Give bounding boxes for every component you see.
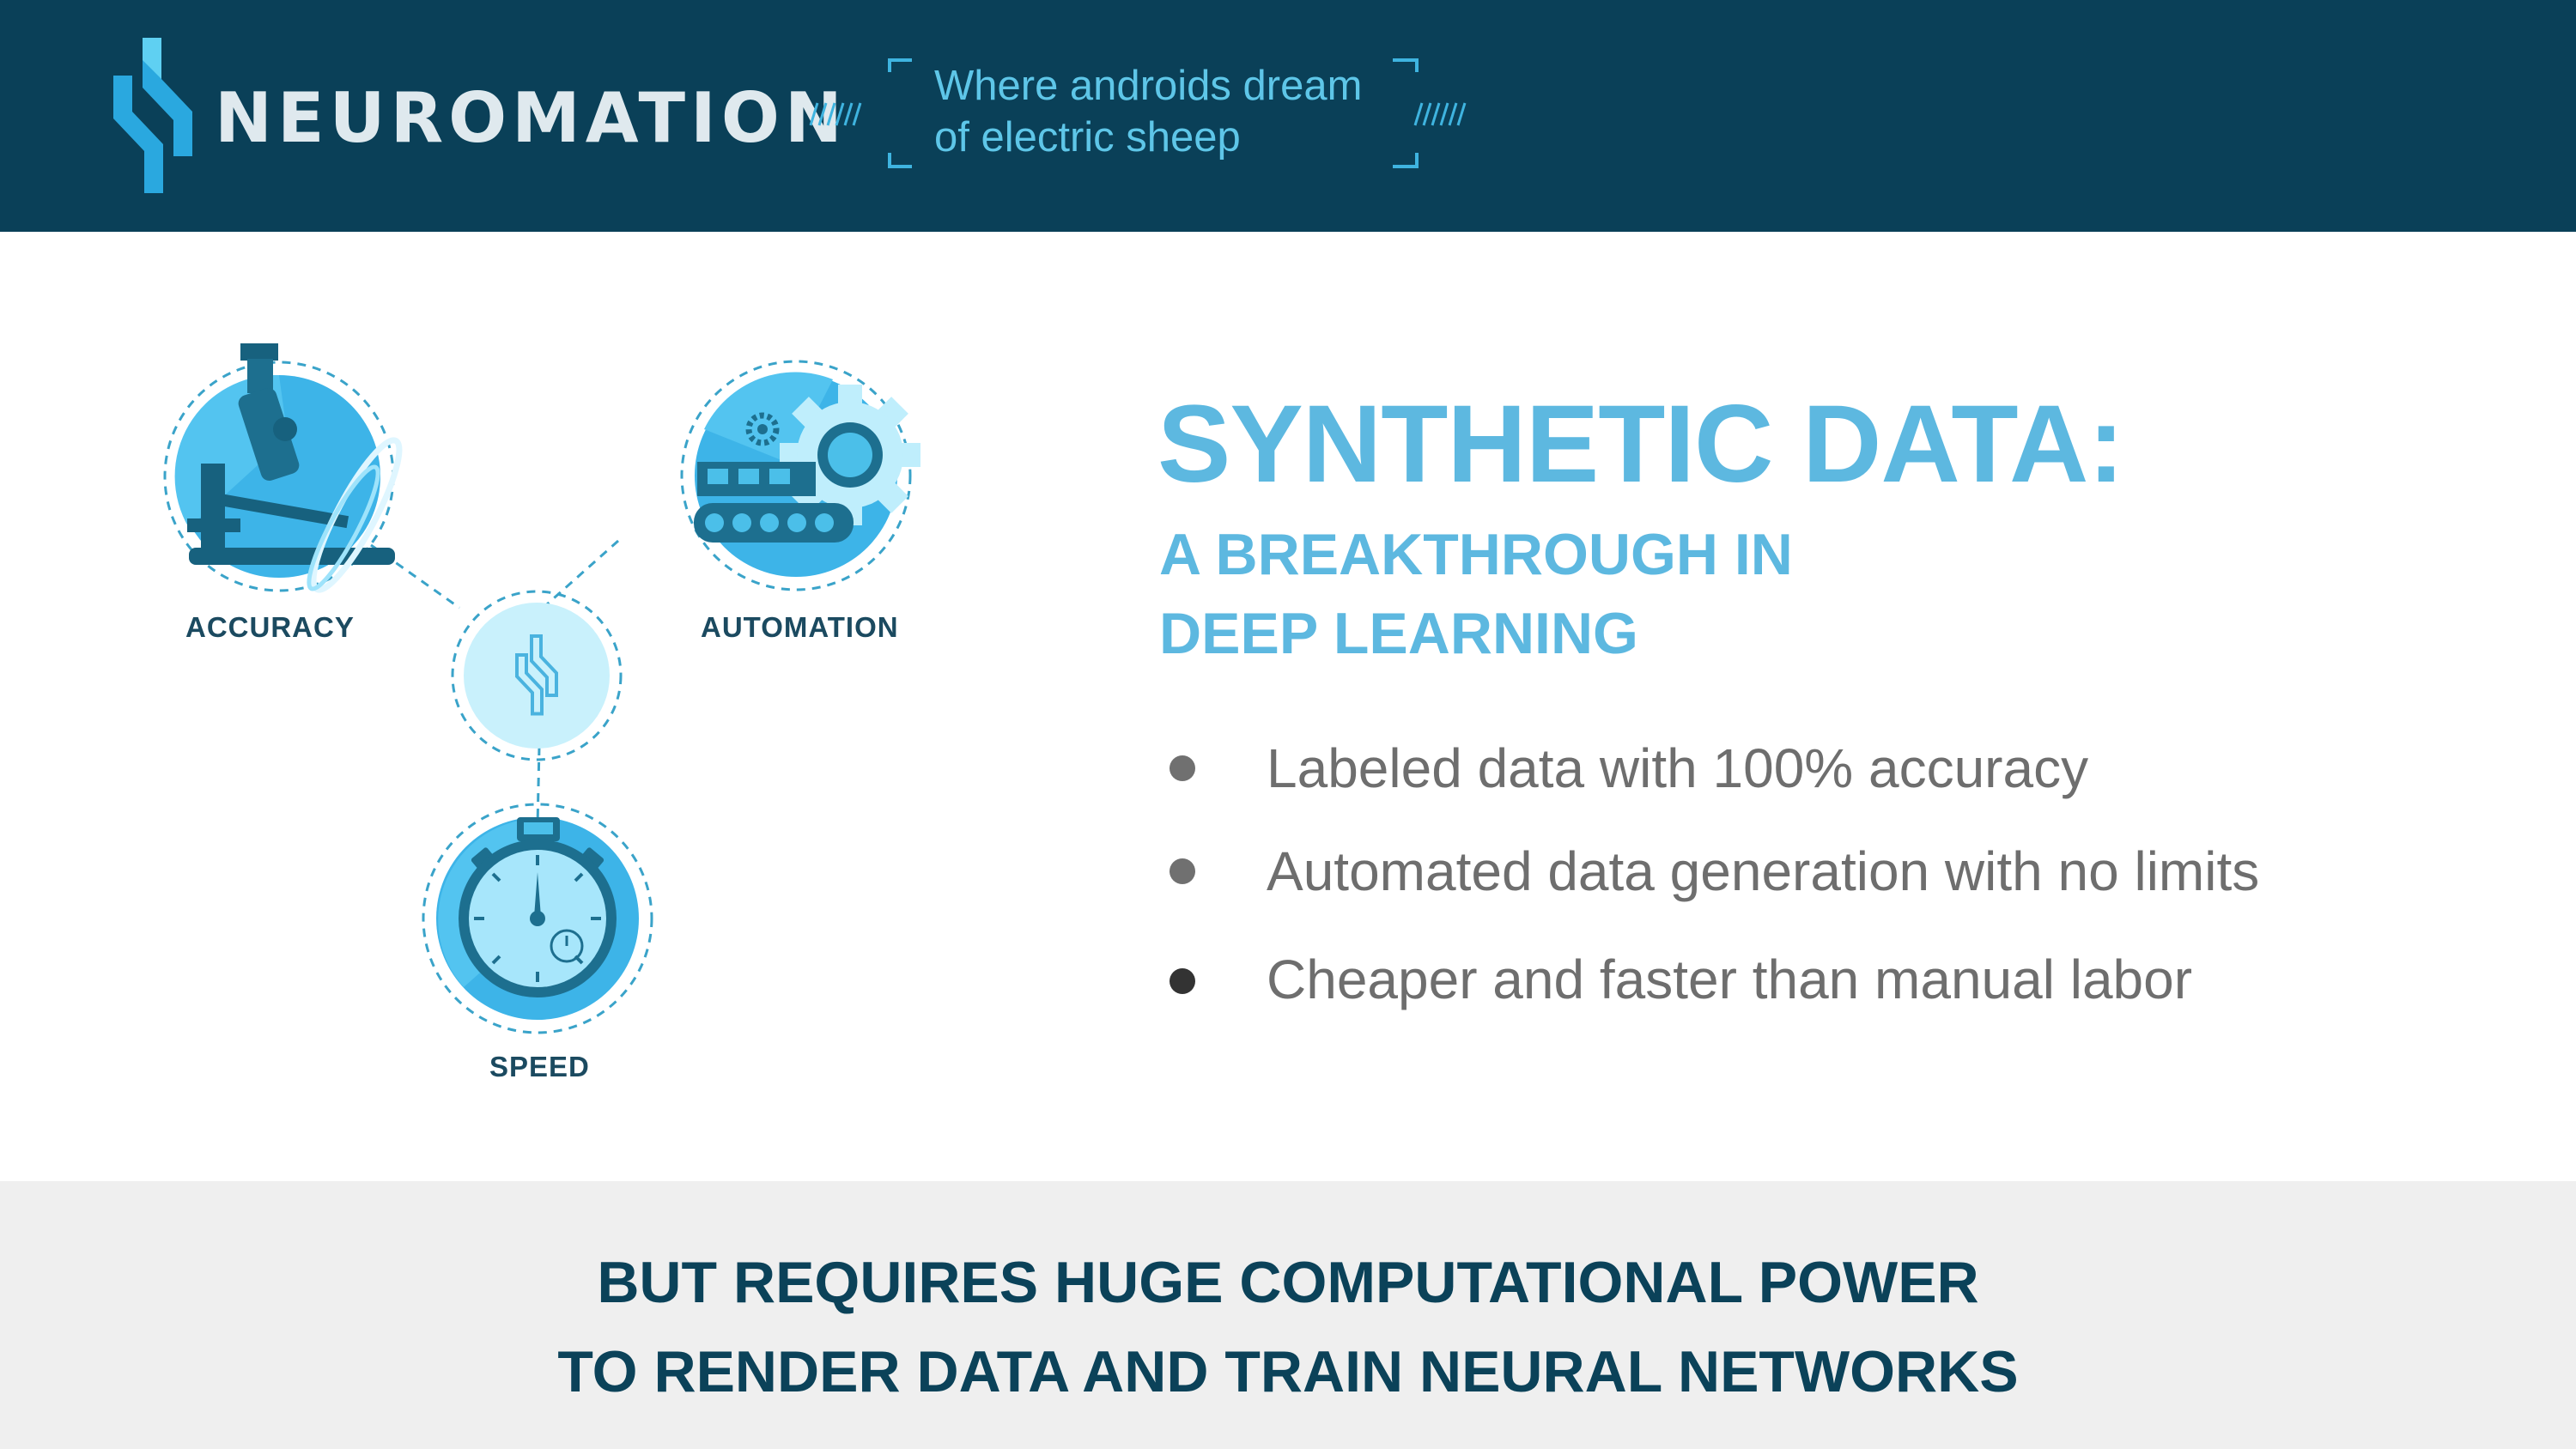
speed-stopwatch-icon [422,803,653,1034]
center-hub-logo-icon [451,590,623,761]
footer-band [0,1181,2576,1449]
accuracy-microscope-icon [163,343,403,593]
subtitle-line-1: A BREAKTHROUGH IN [1159,522,1793,587]
bullet-text: Cheaper and faster than manual labor [1267,949,2193,1010]
bullet-list: Labeled data with 100% accuracy Automate… [1159,730,2516,1044]
header-bar: NEUROMATION Where androids dream of elec… [0,0,2576,232]
bullet-dot-icon [1170,858,1195,884]
tagline-line-2: of electric sheep [934,114,1241,161]
automation-gear-icon [680,360,920,591]
tagline-line-1: Where androids dream [934,63,1363,109]
bullet-item: Automated data generation with no limits [1159,833,2516,936]
bullet-dot-icon [1170,755,1195,781]
brand-name: NEUROMATION [215,78,848,158]
tagline: Where androids dream of electric sheep [934,60,1415,163]
bullet-item: Cheaper and faster than manual labor [1159,941,2516,1044]
footer-line-2: TO RENDER DATA AND TRAIN NEURAL NETWORKS [557,1339,2019,1404]
label-automation: AUTOMATION [701,611,899,643]
bullet-text: Labeled data with 100% accuracy [1267,737,2089,799]
hatch-decoration-left [809,102,862,126]
slide-title: SYNTHETIC DATA: [1157,383,2124,506]
bullet-text: Automated data generation with no limits [1267,840,2260,902]
tagline-frame [888,58,1419,168]
bullet-dot-icon [1170,968,1195,994]
subtitle-line-2: DEEP LEARNING [1159,601,1638,666]
diagram-graphic [163,343,920,1034]
label-accuracy: ACCURACY [185,611,355,643]
slide-subtitle: A BREAKTHROUGH IN DEEP LEARNING [1159,515,1793,673]
neuromation-logo-icon [113,38,192,193]
benefits-diagram: ACCURACY AUTOMATION SPEED [137,335,962,1107]
label-speed: SPEED [489,1051,590,1082]
footer-line-1: BUT REQUIRES HUGE COMPUTATIONAL POWER [597,1250,1979,1315]
footer-statement: BUT REQUIRES HUGE COMPUTATIONAL POWER TO… [0,1238,2576,1416]
hatch-decoration-right [1413,102,1467,126]
bullet-item: Labeled data with 100% accuracy [1159,730,2516,833]
